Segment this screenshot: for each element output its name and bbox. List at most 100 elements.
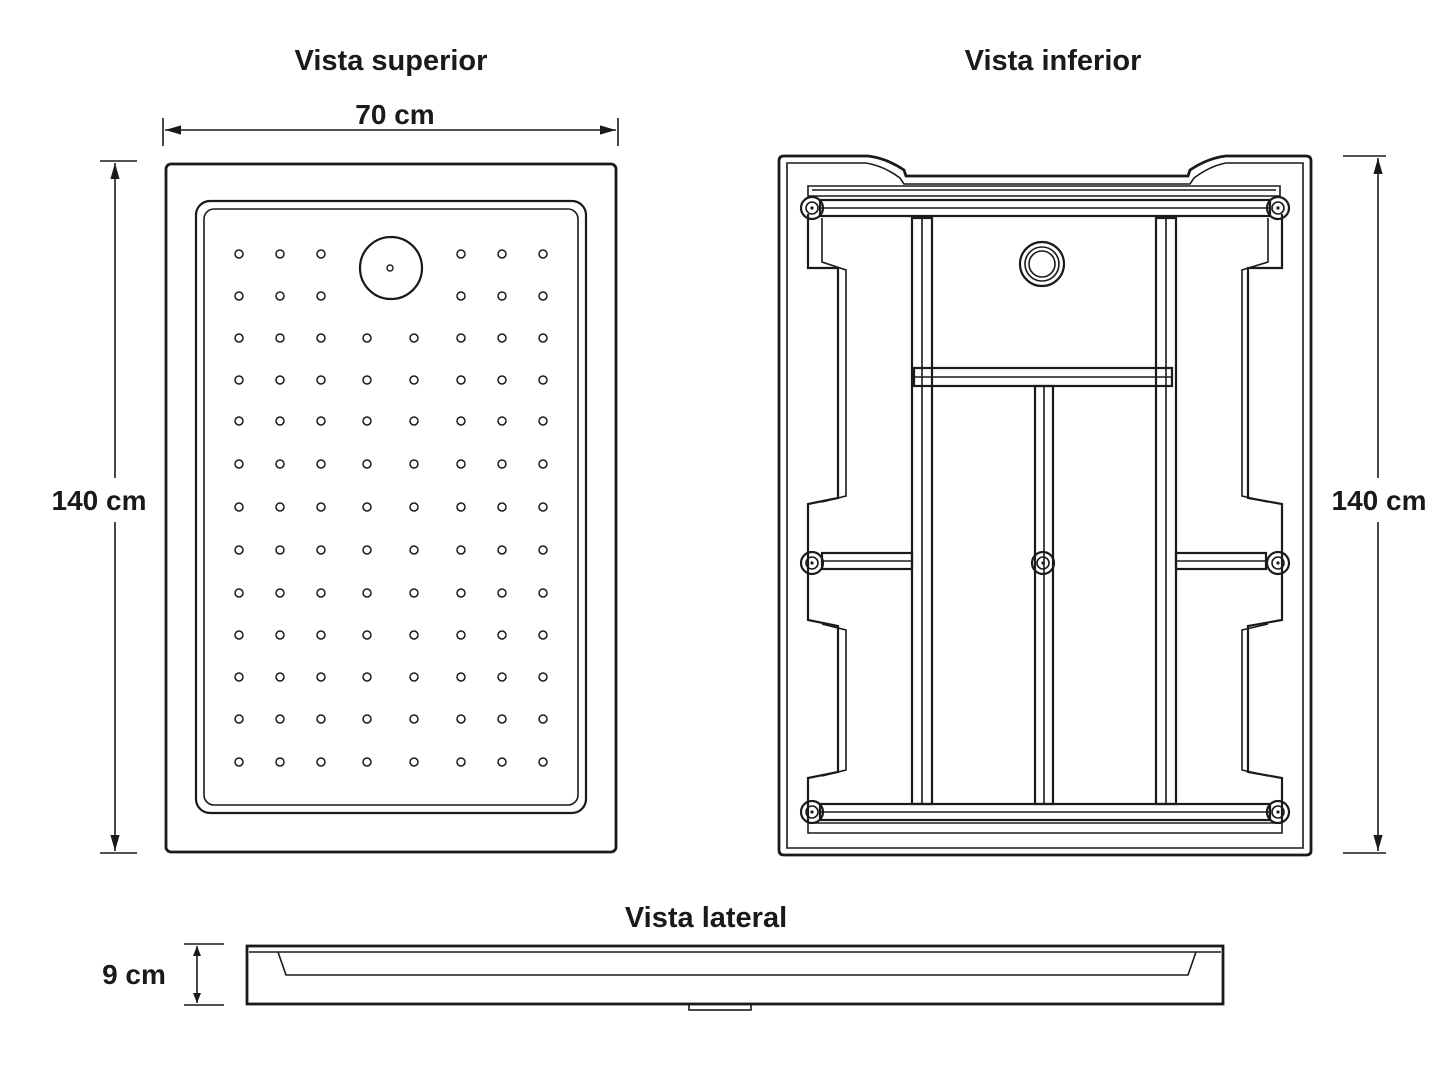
anti-slip-dot xyxy=(456,714,466,724)
anti-slip-dot xyxy=(362,630,372,640)
top-view: Vista superior 70 cm 140 cm xyxy=(52,45,619,854)
anti-slip-dot xyxy=(409,714,419,724)
anti-slip-dot xyxy=(362,502,372,512)
anti-slip-dot xyxy=(234,249,244,259)
height-dimension: 9 cm xyxy=(102,943,224,1006)
anti-slip-dot xyxy=(362,588,372,598)
top-length-dimension: 140 cm xyxy=(52,160,147,854)
anti-slip-dot xyxy=(409,672,419,682)
anti-slip-dot xyxy=(456,416,466,426)
anti-slip-dot xyxy=(234,375,244,385)
anti-slip-dot xyxy=(538,672,548,682)
width-dimension: 70 cm xyxy=(162,99,619,146)
anti-slip-dot xyxy=(497,416,507,426)
anti-slip-dot xyxy=(456,545,466,555)
anti-slip-dot xyxy=(234,291,244,301)
anti-slip-dot xyxy=(538,588,548,598)
anti-slip-dot xyxy=(409,502,419,512)
anti-slip-dot xyxy=(497,291,507,301)
anti-slip-dot xyxy=(362,375,372,385)
bottom-length-dimension: 140 cm xyxy=(1332,155,1427,854)
anti-slip-dot xyxy=(316,588,326,598)
anti-slip-dot xyxy=(538,630,548,640)
drain-center xyxy=(386,264,394,272)
anti-slip-dot xyxy=(362,714,372,724)
foot-icon xyxy=(799,799,825,825)
top-length-label: 140 cm xyxy=(52,485,147,516)
foot-icon xyxy=(799,550,825,576)
anti-slip-dot xyxy=(362,672,372,682)
anti-slip-dots xyxy=(234,249,548,767)
anti-slip-dot xyxy=(234,416,244,426)
anti-slip-dot xyxy=(234,714,244,724)
anti-slip-dot xyxy=(234,502,244,512)
drain-underside-icon xyxy=(1018,240,1066,288)
anti-slip-dot xyxy=(409,757,419,767)
anti-slip-dot xyxy=(275,672,285,682)
anti-slip-dot xyxy=(409,545,419,555)
side-view: Vista lateral 9 cm xyxy=(102,902,1225,1011)
anti-slip-dot xyxy=(275,545,285,555)
anti-slip-dot xyxy=(234,630,244,640)
anti-slip-dot xyxy=(456,672,466,682)
tray-underside-outline xyxy=(777,154,1313,857)
anti-slip-dot xyxy=(409,630,419,640)
anti-slip-dot xyxy=(316,459,326,469)
anti-slip-dot xyxy=(234,757,244,767)
foot-icon xyxy=(1265,550,1291,576)
width-label: 70 cm xyxy=(355,99,434,130)
anti-slip-dot xyxy=(497,375,507,385)
anti-slip-dot xyxy=(275,375,285,385)
anti-slip-dot xyxy=(316,249,326,259)
drain-outlet xyxy=(688,1003,752,1011)
anti-slip-dot xyxy=(497,459,507,469)
bottom-view: Vista inferior 140 cm xyxy=(777,45,1427,857)
anti-slip-dot xyxy=(316,502,326,512)
anti-slip-dot xyxy=(456,459,466,469)
anti-slip-dot xyxy=(362,459,372,469)
anti-slip-dot xyxy=(275,459,285,469)
anti-slip-dot xyxy=(538,375,548,385)
anti-slip-dot xyxy=(409,416,419,426)
anti-slip-dot xyxy=(316,375,326,385)
anti-slip-dot xyxy=(497,672,507,682)
anti-slip-dot xyxy=(456,333,466,343)
anti-slip-dot xyxy=(316,757,326,767)
anti-slip-dot xyxy=(497,588,507,598)
anti-slip-dot xyxy=(316,630,326,640)
anti-slip-dot xyxy=(362,416,372,426)
anti-slip-dot xyxy=(456,375,466,385)
anti-slip-dot xyxy=(275,249,285,259)
anti-slip-dot xyxy=(497,249,507,259)
drain-icon xyxy=(358,235,424,301)
side-view-title: Vista lateral xyxy=(625,902,787,934)
anti-slip-dot xyxy=(497,545,507,555)
anti-slip-dot xyxy=(456,630,466,640)
anti-slip-dot xyxy=(362,333,372,343)
anti-slip-dot xyxy=(234,459,244,469)
height-label: 9 cm xyxy=(102,959,166,990)
anti-slip-dot xyxy=(538,459,548,469)
anti-slip-dot xyxy=(538,502,548,512)
anti-slip-dot xyxy=(538,416,548,426)
anti-slip-dot xyxy=(538,714,548,724)
anti-slip-dot xyxy=(409,333,419,343)
anti-slip-dot xyxy=(316,291,326,301)
anti-slip-dot xyxy=(275,757,285,767)
anti-slip-dot xyxy=(497,714,507,724)
bottom-length-label: 140 cm xyxy=(1332,485,1427,516)
anti-slip-dot xyxy=(316,416,326,426)
anti-slip-dot xyxy=(497,333,507,343)
anti-slip-dot xyxy=(497,630,507,640)
anti-slip-dot xyxy=(316,672,326,682)
anti-slip-dot xyxy=(362,545,372,555)
anti-slip-dot xyxy=(275,588,285,598)
anti-slip-dot xyxy=(234,333,244,343)
anti-slip-dot xyxy=(316,545,326,555)
anti-slip-dot xyxy=(456,757,466,767)
anti-slip-dot xyxy=(275,630,285,640)
anti-slip-dot xyxy=(456,588,466,598)
anti-slip-dot xyxy=(316,333,326,343)
anti-slip-dot xyxy=(456,502,466,512)
